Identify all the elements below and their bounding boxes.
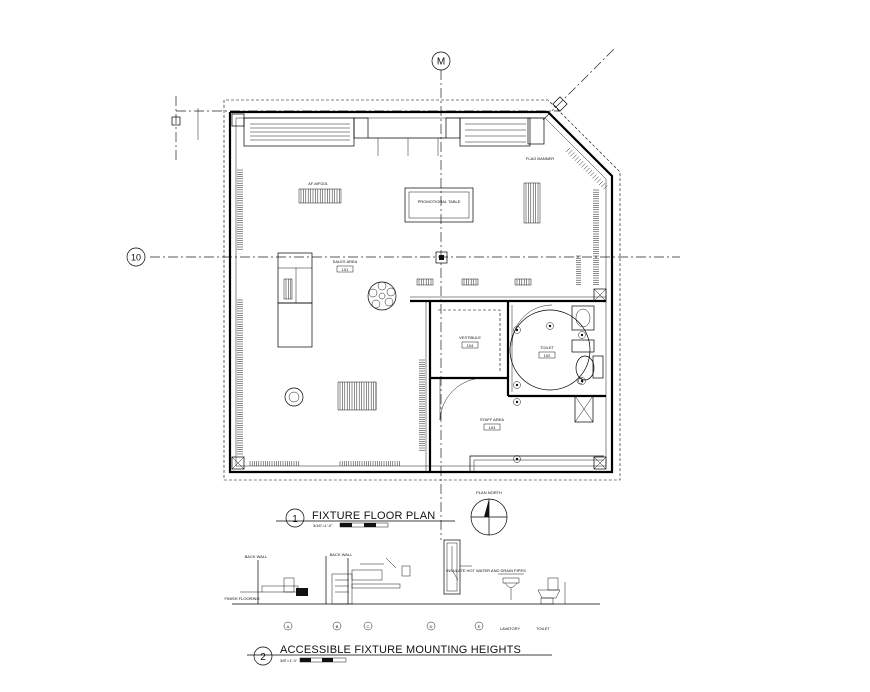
rack-fixture: [298, 188, 342, 204]
plan-scale-bar: [339, 522, 389, 528]
elevation-marker: B: [332, 621, 342, 631]
slatwall-segment: [339, 461, 400, 466]
plan-title-scale: 3/16"=1'-0": [313, 523, 333, 528]
grid-bubble-10-label: 10: [131, 253, 141, 263]
rack-fixture: [461, 278, 479, 286]
elevation-marker: E: [474, 621, 484, 631]
slatwall-segment: [237, 169, 243, 250]
heights-title-block: 2 ACCESSIBLE FIXTURE MOUNTING HEIGHTS 3/…: [247, 644, 552, 666]
heights-scale-bar: [299, 657, 347, 663]
reference-symbol: [578, 377, 586, 385]
rack-fixture: [416, 278, 434, 286]
toilet-fixtures: [571, 305, 604, 385]
elevation-marker: D: [426, 621, 436, 631]
elevation-labels: BACK WALL BACK WALL FINISH FLOORING INSU…: [224, 552, 550, 631]
back-of-house-walls: [410, 296, 606, 472]
elevation-marker-label: D: [430, 624, 433, 629]
sales-area-room-no: 101: [342, 267, 349, 272]
label-insulate: INSULATE HOT WATER AND DRAIN PIPES: [446, 568, 526, 573]
north-arrow-label: PLAN NORTH: [476, 490, 502, 495]
staff-area-room-no: 103: [489, 425, 496, 430]
north-arrow: PLAN NORTH: [470, 490, 508, 536]
grid-bubble-m-label: M: [437, 57, 445, 68]
label-back-wall-2: BACK WALL: [330, 552, 354, 557]
round-rack: [367, 281, 397, 311]
toilet-label: TOILET: [540, 345, 554, 350]
slatwall-hatching: [237, 147, 608, 466]
flag-banner-label: FLAG BANNER: [526, 156, 554, 161]
elevation-marker-label: E: [478, 624, 481, 629]
vestibule-room-no: 104: [467, 343, 474, 348]
reference-symbol: [513, 326, 521, 334]
reference-symbol: [578, 331, 586, 339]
storefront: [243, 117, 545, 156]
label-lavatory: LAVATORY: [500, 626, 521, 631]
toilet-room-no: 102: [544, 353, 551, 358]
outer-walls: [223, 99, 621, 481]
umbrella-stand: [284, 387, 304, 407]
slatwall-segment: [576, 255, 581, 285]
label-finish-flooring: FINISH FLOORING: [224, 596, 259, 601]
slatwall-segment: [565, 147, 608, 190]
mounting-heights-elevations: [232, 539, 600, 605]
promotional-table-label: PROMOTIONAL TABLE: [418, 199, 461, 204]
staff-area-label: STAFF AREA: [480, 417, 504, 422]
elevation-marker-label: A: [287, 624, 290, 629]
heights-title-text: ACCESSIBLE FIXTURE MOUNTING HEIGHTS: [280, 644, 521, 656]
plan-title-text: FIXTURE FLOOR PLAN: [312, 510, 435, 522]
reference-symbol: [513, 398, 521, 406]
heights-title-scale: 3/8"=1'-0": [280, 658, 298, 663]
plan-symbols: [513, 322, 586, 463]
label-toilet: TOILET: [536, 626, 550, 631]
apparel-racks: [283, 182, 541, 411]
slatwall-segment: [249, 461, 299, 466]
nesting-table: [277, 252, 313, 348]
vestibule-label: VESTIBULE: [459, 335, 481, 340]
reference-symbol: [546, 322, 554, 330]
elevation-marker-label: B: [336, 624, 339, 629]
elevation-markers: A B C D E: [283, 621, 484, 631]
room-tags: VESTIBULE 104 TOILET 102 STAFF AREA 103: [459, 335, 556, 431]
label-back-wall-1: BACK WALL: [245, 554, 269, 559]
rack-fixture: [337, 381, 377, 411]
rack-fixture: [283, 278, 293, 300]
fixture-tag-top-left: AF-MFG01: [308, 181, 329, 186]
reference-symbol: [513, 381, 521, 389]
slatwall-segment: [419, 359, 425, 451]
sales-area-tag: SALES AREA 101: [333, 259, 358, 273]
elevation-marker-label: C: [367, 624, 370, 629]
heights-title-number: 2: [260, 652, 266, 663]
slatwall-segment: [237, 299, 243, 455]
rack-fixture: [523, 182, 541, 224]
plan-title-number: 1: [292, 514, 298, 525]
promotional-table: PROMOTIONAL TABLE: [404, 187, 474, 223]
reference-symbol: [513, 455, 521, 463]
sales-area-label: SALES AREA: [333, 259, 358, 264]
grid-bubble-10: 10: [126, 247, 146, 267]
display-pedestal: [435, 251, 448, 264]
elevation-marker: C: [363, 621, 373, 631]
slatwall-segment: [593, 189, 599, 285]
plan-title-block: 1 FIXTURE FLOOR PLAN 3/16"=1'-0": [276, 508, 455, 528]
elevation-marker: A: [283, 621, 293, 631]
grid-bubble-m: M: [431, 51, 451, 71]
rack-fixture: [514, 278, 532, 286]
grid-end-marker: [171, 96, 568, 126]
